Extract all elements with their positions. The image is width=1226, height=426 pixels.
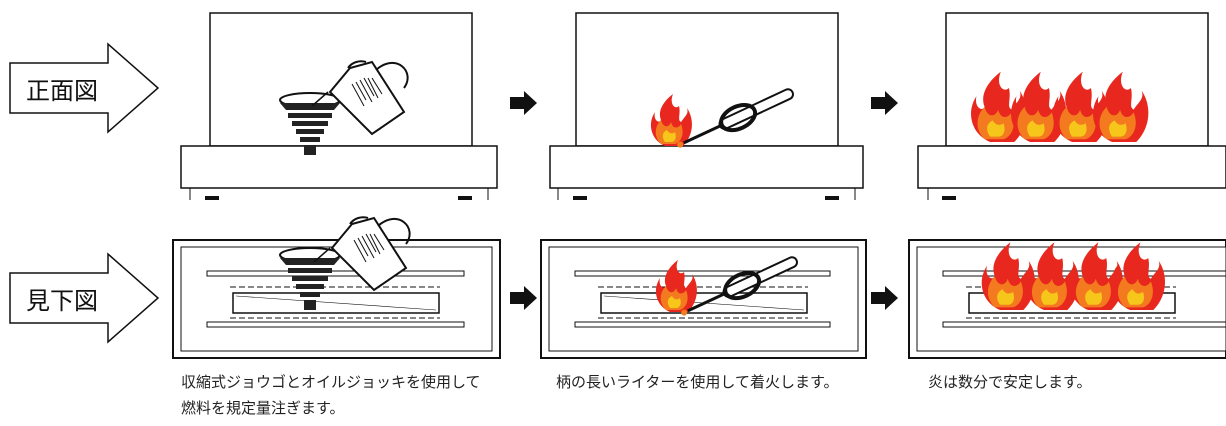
step1-caption-line2: 燃料を規定量注ぎます。 bbox=[181, 399, 345, 417]
top-view-step1 bbox=[172, 216, 501, 359]
top-view-label: 見下図 bbox=[26, 286, 98, 315]
next-step-arrow bbox=[871, 286, 898, 310]
front-view-step3 bbox=[917, 12, 1226, 200]
step1-caption-line1: 収縮式ジョウゴとオイルジョッキを使用して bbox=[181, 373, 481, 391]
next-step-arrow bbox=[871, 91, 898, 115]
front-view-step2 bbox=[549, 12, 864, 200]
top-view-step3 bbox=[908, 239, 1226, 359]
front-view-arrow bbox=[9, 42, 160, 134]
front-view-label: 正面図 bbox=[26, 76, 98, 105]
next-step-arrow bbox=[510, 286, 537, 310]
step2-caption: 柄の長いライターを使用して着火します。 bbox=[556, 373, 839, 391]
next-step-arrow bbox=[510, 91, 537, 115]
top-view-step2 bbox=[540, 239, 867, 359]
front-view-step1 bbox=[180, 12, 498, 200]
top-view-arrow bbox=[9, 252, 160, 344]
step3-caption: 炎は数分で安定します。 bbox=[928, 373, 1092, 391]
